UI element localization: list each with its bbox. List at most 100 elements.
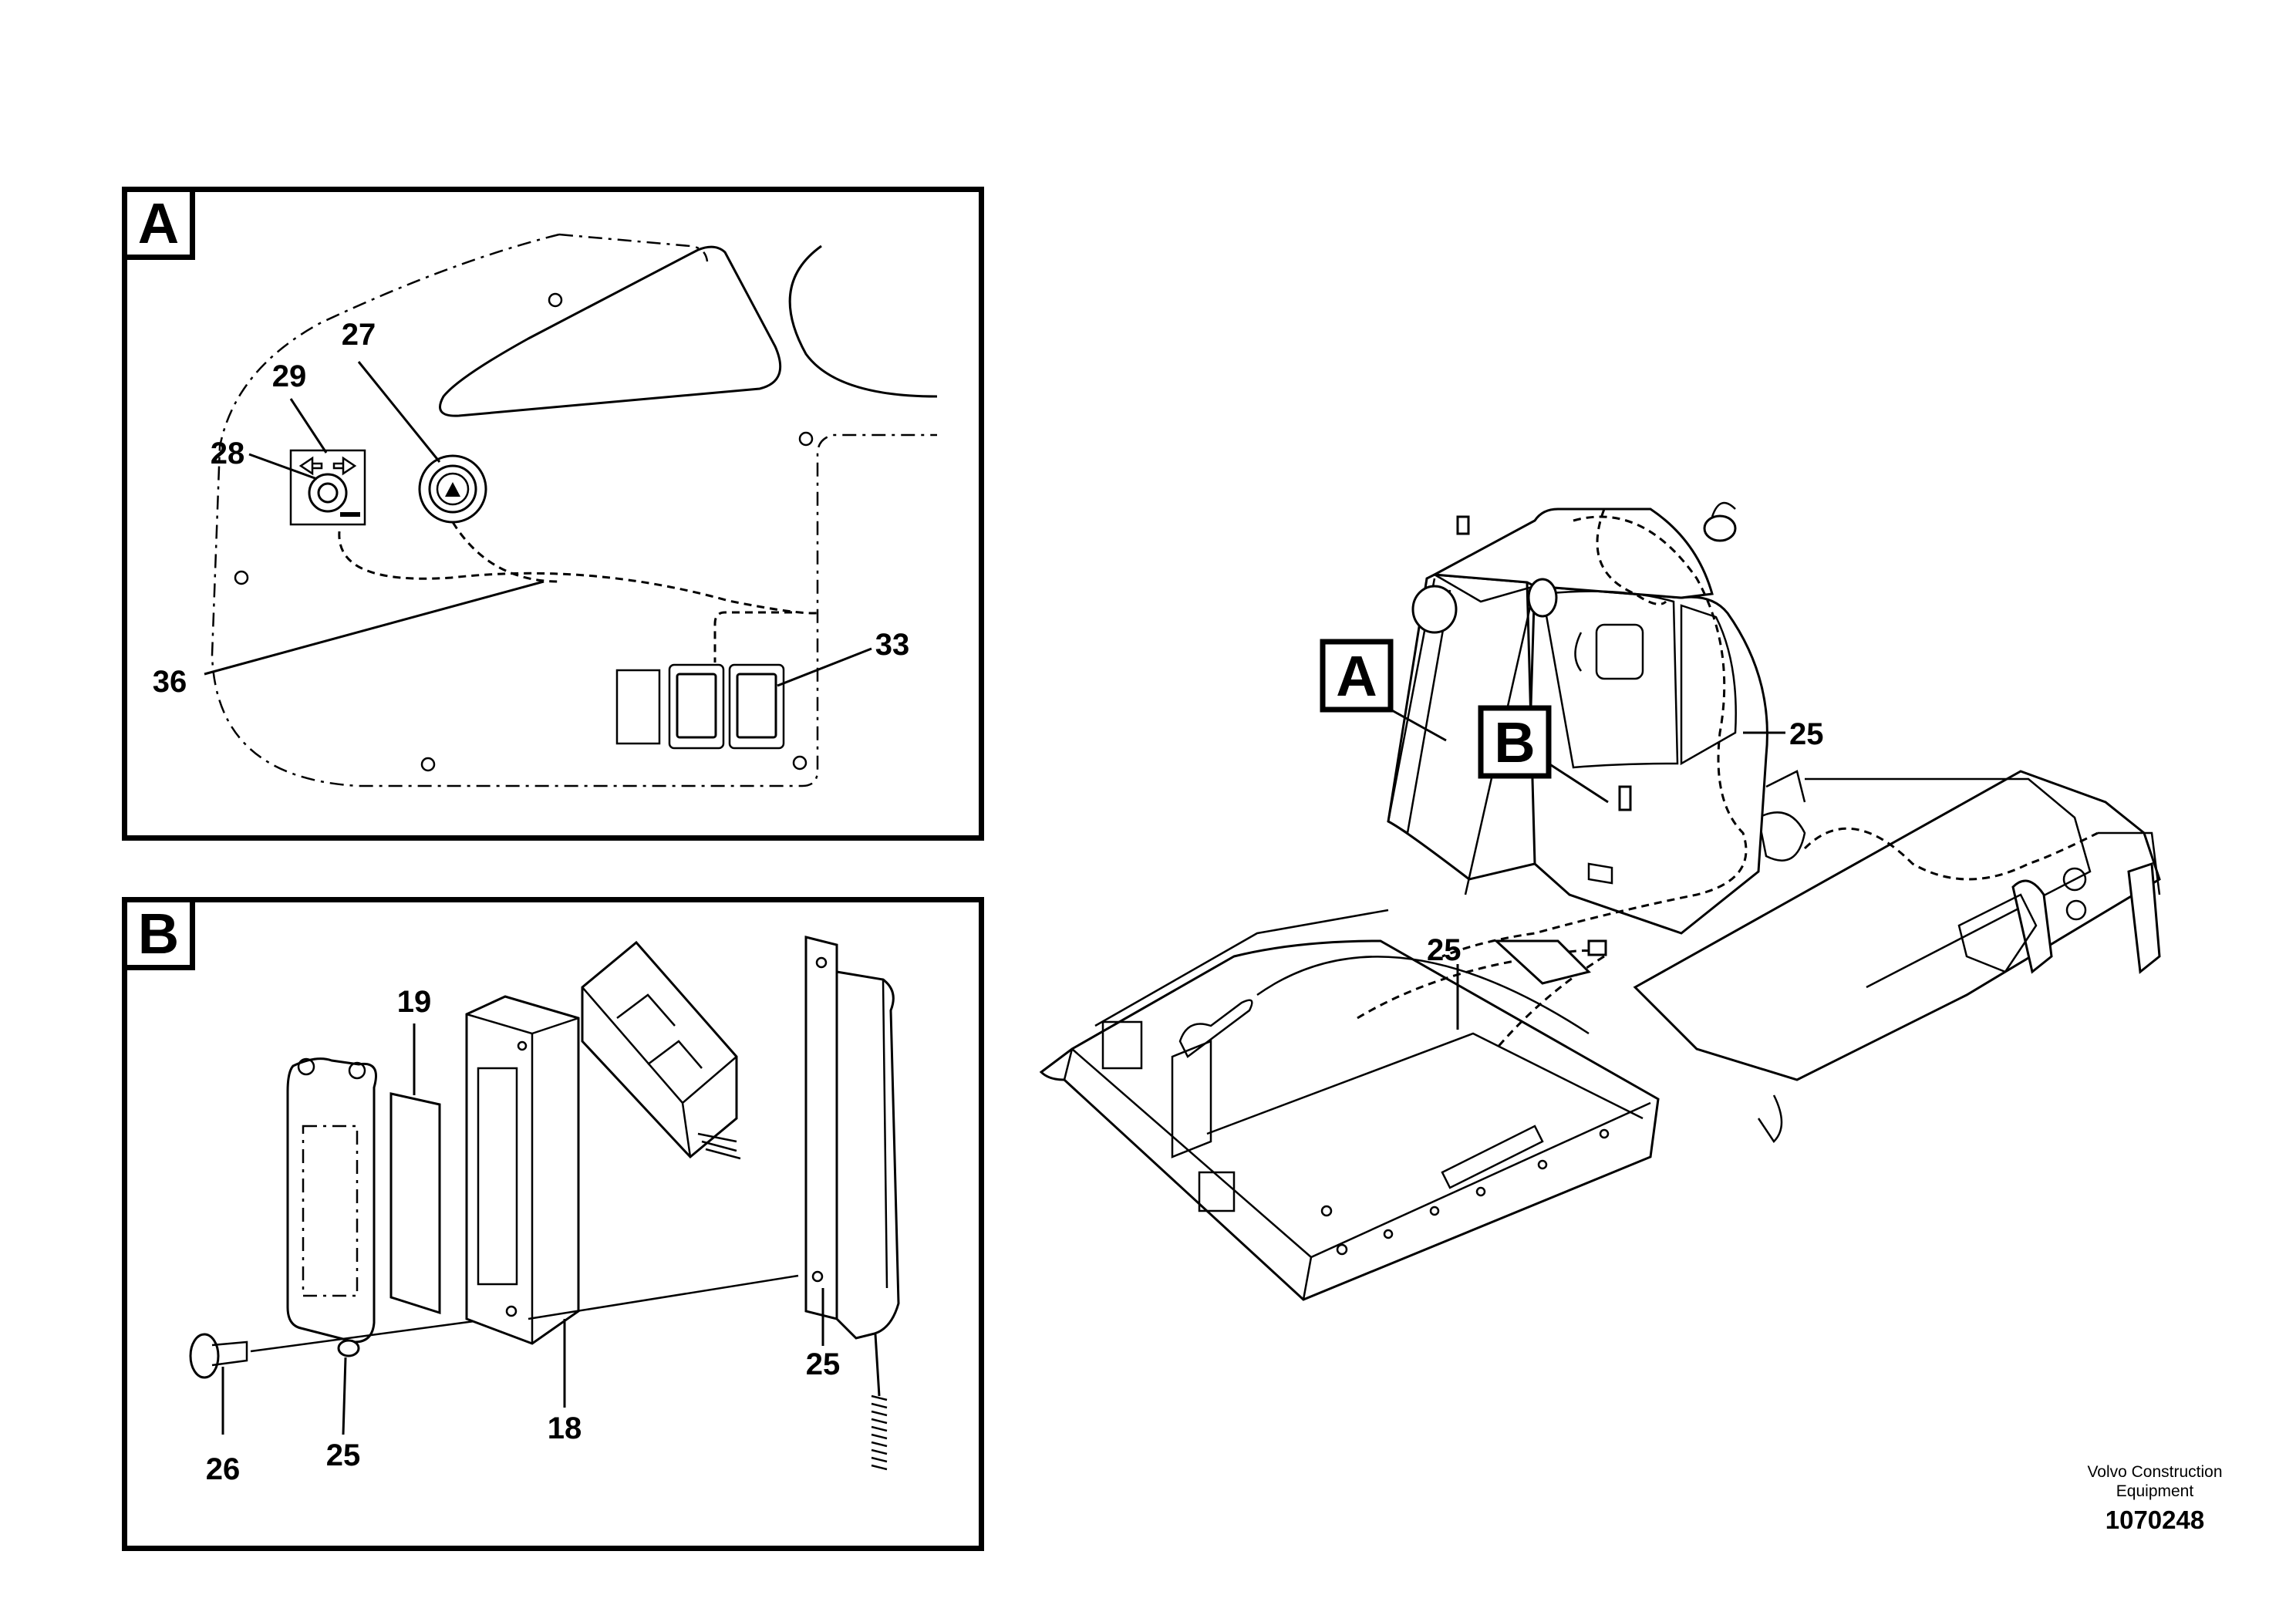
- leader-view-b: [1548, 762, 1609, 804]
- drawing-number: 1070248: [2105, 1506, 2205, 1534]
- antenna: [1711, 501, 1736, 518]
- frame-slot: [1441, 1125, 1544, 1189]
- wire-harness-lower: [1357, 949, 1606, 1020]
- mount-bracket: [2011, 879, 2053, 974]
- wire-harness-roof: [1596, 508, 1667, 605]
- cab-connector: [1618, 785, 1632, 811]
- rocker-switch: [676, 673, 717, 739]
- frame-hole: [1320, 1205, 1333, 1217]
- module-slots: [616, 993, 703, 1069]
- bracket-hole: [505, 1305, 518, 1317]
- callout-18: 18: [548, 1411, 582, 1445]
- cover-plate: [286, 1057, 377, 1344]
- mount-hole: [2065, 899, 2087, 921]
- frame-hole: [1383, 1229, 1394, 1239]
- frame-hole: [1537, 1159, 1548, 1170]
- handle-edge: [882, 979, 888, 1289]
- screw-hole: [234, 570, 249, 585]
- cover-hole: [297, 1057, 315, 1076]
- hazard-knob-inner: [428, 464, 477, 514]
- mount-hole: [2062, 867, 2087, 892]
- leader-27: [357, 361, 441, 463]
- bracket-edges: [466, 1013, 579, 1344]
- blank-switch-slot: [615, 669, 661, 745]
- rocker-switch-bezel: [668, 663, 725, 750]
- label-area: [302, 1125, 359, 1297]
- screw-hole: [798, 431, 814, 447]
- screw-hole: [420, 757, 436, 772]
- cab-step: [1587, 862, 1613, 885]
- panel-b-drawing: 19 25 18 25 26: [189, 936, 900, 1486]
- bracket-hole: [517, 1040, 528, 1051]
- screw-shank: [211, 1340, 248, 1367]
- toggle-switch-center: [317, 482, 339, 504]
- panel-a-drawing: 27 29 28 36 33: [153, 233, 938, 787]
- callout-19: 19: [397, 985, 432, 1019]
- frame-rail: [1256, 956, 1590, 1035]
- engine-part: [1765, 770, 1806, 803]
- rocker-switch-bezel: [728, 663, 785, 750]
- coiled-cable: [871, 1394, 888, 1471]
- frame-hole: [1475, 1186, 1486, 1197]
- rear-edge: [2098, 831, 2161, 895]
- module-wires: [697, 1132, 741, 1160]
- arrow-right-icon: [332, 456, 357, 476]
- callout-36: 36: [153, 665, 187, 699]
- frame-vertical-edges: [1063, 1048, 1313, 1300]
- panel-curve: [788, 244, 938, 398]
- engine-part: [1757, 811, 1806, 862]
- leader-36: [204, 580, 544, 676]
- base-frame: [1039, 939, 1660, 1301]
- engine-support: [1957, 893, 2038, 973]
- view-b-label: B: [1494, 710, 1535, 774]
- mount-axis: [528, 1274, 799, 1320]
- plate-hole: [811, 1270, 824, 1283]
- frame-block: [1101, 1020, 1143, 1070]
- roof-light: [1527, 578, 1558, 618]
- frame-block: [1198, 1171, 1236, 1212]
- screw-hole: [548, 292, 563, 308]
- hazard-knob-face: [436, 472, 470, 506]
- bracket-window: [477, 1067, 518, 1286]
- rear-bracket: [2127, 862, 2161, 974]
- harness-connector: [1587, 939, 1607, 956]
- frame-foot: [1757, 1094, 1783, 1143]
- side-mirror: [1595, 623, 1644, 680]
- frame-slot: [1178, 999, 1253, 1058]
- console-top-edge: [558, 233, 709, 262]
- callout-25-lower: 25: [1427, 933, 1462, 967]
- callout-25-left: 25: [326, 1438, 361, 1472]
- antenna-base: [1703, 514, 1737, 542]
- view-a-label: A: [1336, 644, 1377, 708]
- wire-harness-rear: [1803, 827, 2099, 881]
- frame-bracket: [1171, 1040, 1212, 1158]
- decal: [389, 1092, 441, 1315]
- rocker-switch: [736, 673, 777, 739]
- handle-body: [835, 970, 900, 1340]
- upper-frame: [1633, 770, 2161, 1081]
- mounting-bracket: [465, 995, 580, 1345]
- plate-hole: [815, 956, 828, 969]
- frame-hole: [1599, 1128, 1610, 1139]
- callout-27: 27: [342, 318, 376, 352]
- frame-hole: [1429, 1206, 1440, 1216]
- windshield-frame: [1387, 578, 1451, 835]
- arrow-left-icon: [298, 456, 323, 476]
- mirror-arm: [1574, 632, 1583, 672]
- work-light: [1411, 585, 1458, 634]
- upper-frame-edge: [1805, 777, 2092, 989]
- wire-rocker: [713, 611, 792, 663]
- leader-28: [248, 453, 318, 481]
- callout-25-upper: 25: [1789, 717, 1824, 751]
- screw-axis: [250, 1320, 475, 1353]
- view-a-marker: [1320, 639, 1394, 713]
- wire-harness-frame: [1495, 955, 1605, 1050]
- frame-rail-left: [1094, 909, 1389, 1027]
- back-plate: [804, 936, 838, 1320]
- callout-33: 33: [875, 628, 910, 662]
- frame-hole: [1336, 1243, 1348, 1256]
- leader-25-left: [342, 1357, 347, 1435]
- module-edges: [582, 986, 737, 1158]
- harness-bracket: [1493, 939, 1591, 985]
- inner-tray: [1206, 1032, 1644, 1135]
